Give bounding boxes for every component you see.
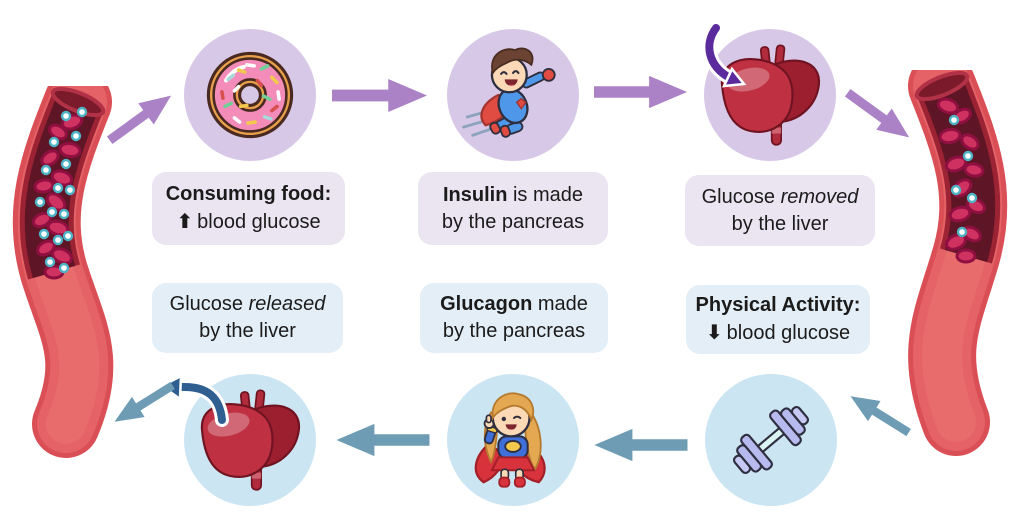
insulin-node <box>447 29 579 161</box>
label-physical-activity: Physical Activity: ⬇blood glucose <box>686 285 870 354</box>
donut-icon <box>206 51 294 139</box>
arrow-glucagon-to-liver <box>336 423 430 457</box>
label-insulin: Insulin is made by the pancreas <box>418 172 608 245</box>
label-glucagon: Glucagon made by the pancreas <box>420 283 608 353</box>
down-arrow-icon: ⬇ <box>705 320 723 344</box>
label-line-1: Glucagon made <box>440 293 588 315</box>
label-glucose-removed: Glucose removed by the liver <box>685 175 875 246</box>
arrow-vessel-to-food <box>106 95 172 145</box>
arrow-insulin-to-liver <box>594 75 688 109</box>
superhero-boy-icon <box>462 47 556 138</box>
label-line-2: by the pancreas <box>442 320 586 342</box>
label-line-2: by the liver <box>199 320 296 342</box>
liver-icon <box>720 44 820 146</box>
dumbbell-icon <box>732 405 810 475</box>
food-node <box>184 29 316 161</box>
blood-vessel-right-icon <box>908 70 1008 456</box>
label-line-1: Glucose removed <box>701 185 859 208</box>
glucose-into-liver-arrow <box>702 22 747 88</box>
arrow-liver-to-vessel-return <box>114 381 175 422</box>
label-line-1: Insulin is made <box>442 183 584 206</box>
label-line-2: ⬇blood glucose <box>705 320 851 344</box>
glucagon-node <box>447 374 579 506</box>
arrow-vessel-to-exercise <box>850 396 911 437</box>
arrow-exercise-to-glucagon <box>594 428 688 462</box>
label-line-1: Consuming food: <box>165 183 332 205</box>
label-line-2: by the liver <box>731 212 829 235</box>
liver-uptake-node <box>704 29 836 161</box>
label-line-1: Glucose released <box>169 293 326 315</box>
up-arrow-icon: ⬆ <box>176 209 194 233</box>
exercise-node <box>705 374 837 506</box>
blood-vessel-left-icon <box>12 86 114 458</box>
label-line-2: ⬆blood glucose <box>176 209 321 233</box>
label-line-2: by the pancreas <box>441 210 585 233</box>
label-consuming-food: Consuming food: ⬆blood glucose <box>152 172 345 245</box>
arrow-liver-to-vessel <box>844 88 910 138</box>
label-line-1: Physical Activity: <box>695 294 861 316</box>
label-glucose-released: Glucose released by the liver <box>152 283 343 353</box>
supergirl-icon <box>474 392 546 488</box>
arrow-food-to-insulin <box>332 79 428 112</box>
